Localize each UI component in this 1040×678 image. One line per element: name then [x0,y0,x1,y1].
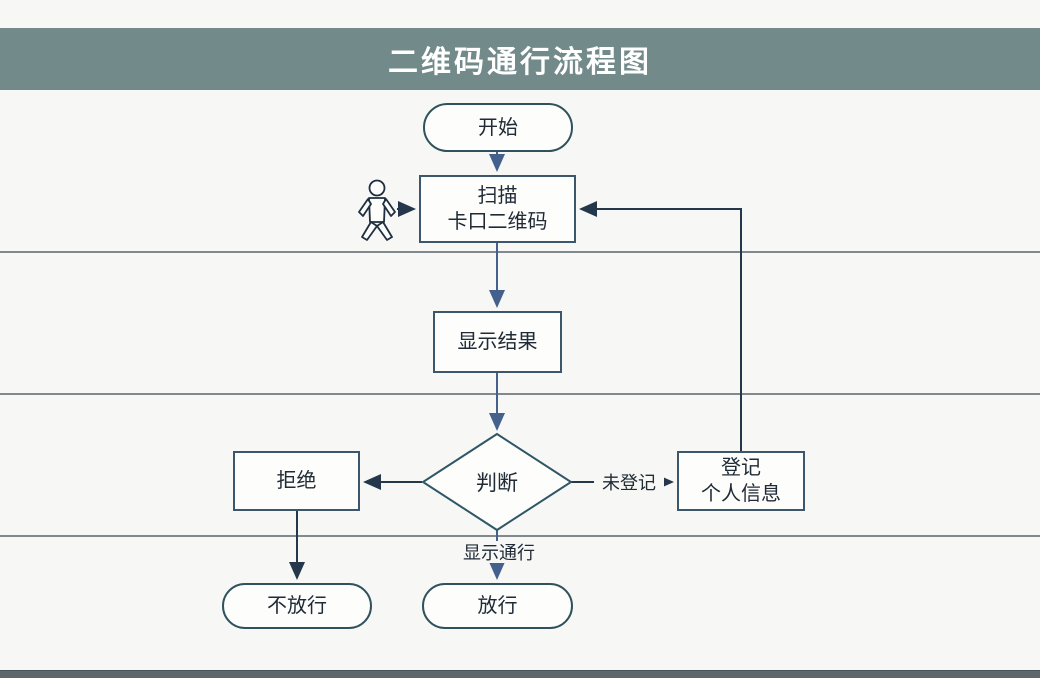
node-no-pass: 不放行 [222,583,372,629]
not-registered-text: 未登记 [602,473,656,493]
node-register-line2: 个人信息 [701,483,781,505]
node-pass: 放行 [422,583,573,629]
person-icon [358,179,396,241]
node-result-label: 显示结果 [457,331,538,353]
bottom-border-band [0,670,1040,678]
edge-register-to-scan-feedback [579,201,742,451]
decision-diamond-shape [421,432,573,532]
node-reject: 拒绝 [233,451,360,511]
edge-label-not-registered: 未登记 [594,470,664,494]
node-result: 显示结果 [433,311,562,373]
node-reject-label: 拒绝 [276,470,317,492]
node-no-pass-label: 不放行 [267,595,327,617]
node-register-line1: 登记 [721,457,761,479]
page-title: 二维码通行流程图 [388,46,652,79]
node-scan-line2: 卡口二维码 [447,211,548,233]
decision-text: 判断 [476,471,518,495]
node-start: 开始 [423,103,573,152]
node-scan-line1: 扫描 [477,185,518,207]
show-pass-text: 显示通行 [463,543,535,563]
node-start-label: 开始 [478,116,518,139]
title-bar: 二维码通行流程图 [0,28,1040,90]
node-decision-label: 判断 [447,468,547,496]
node-pass-label: 放行 [477,595,518,617]
node-register: 登记 个人信息 [677,451,805,511]
node-scan: 扫描 卡口二维码 [419,175,576,243]
edge-label-show-pass: 显示通行 [458,541,540,563]
